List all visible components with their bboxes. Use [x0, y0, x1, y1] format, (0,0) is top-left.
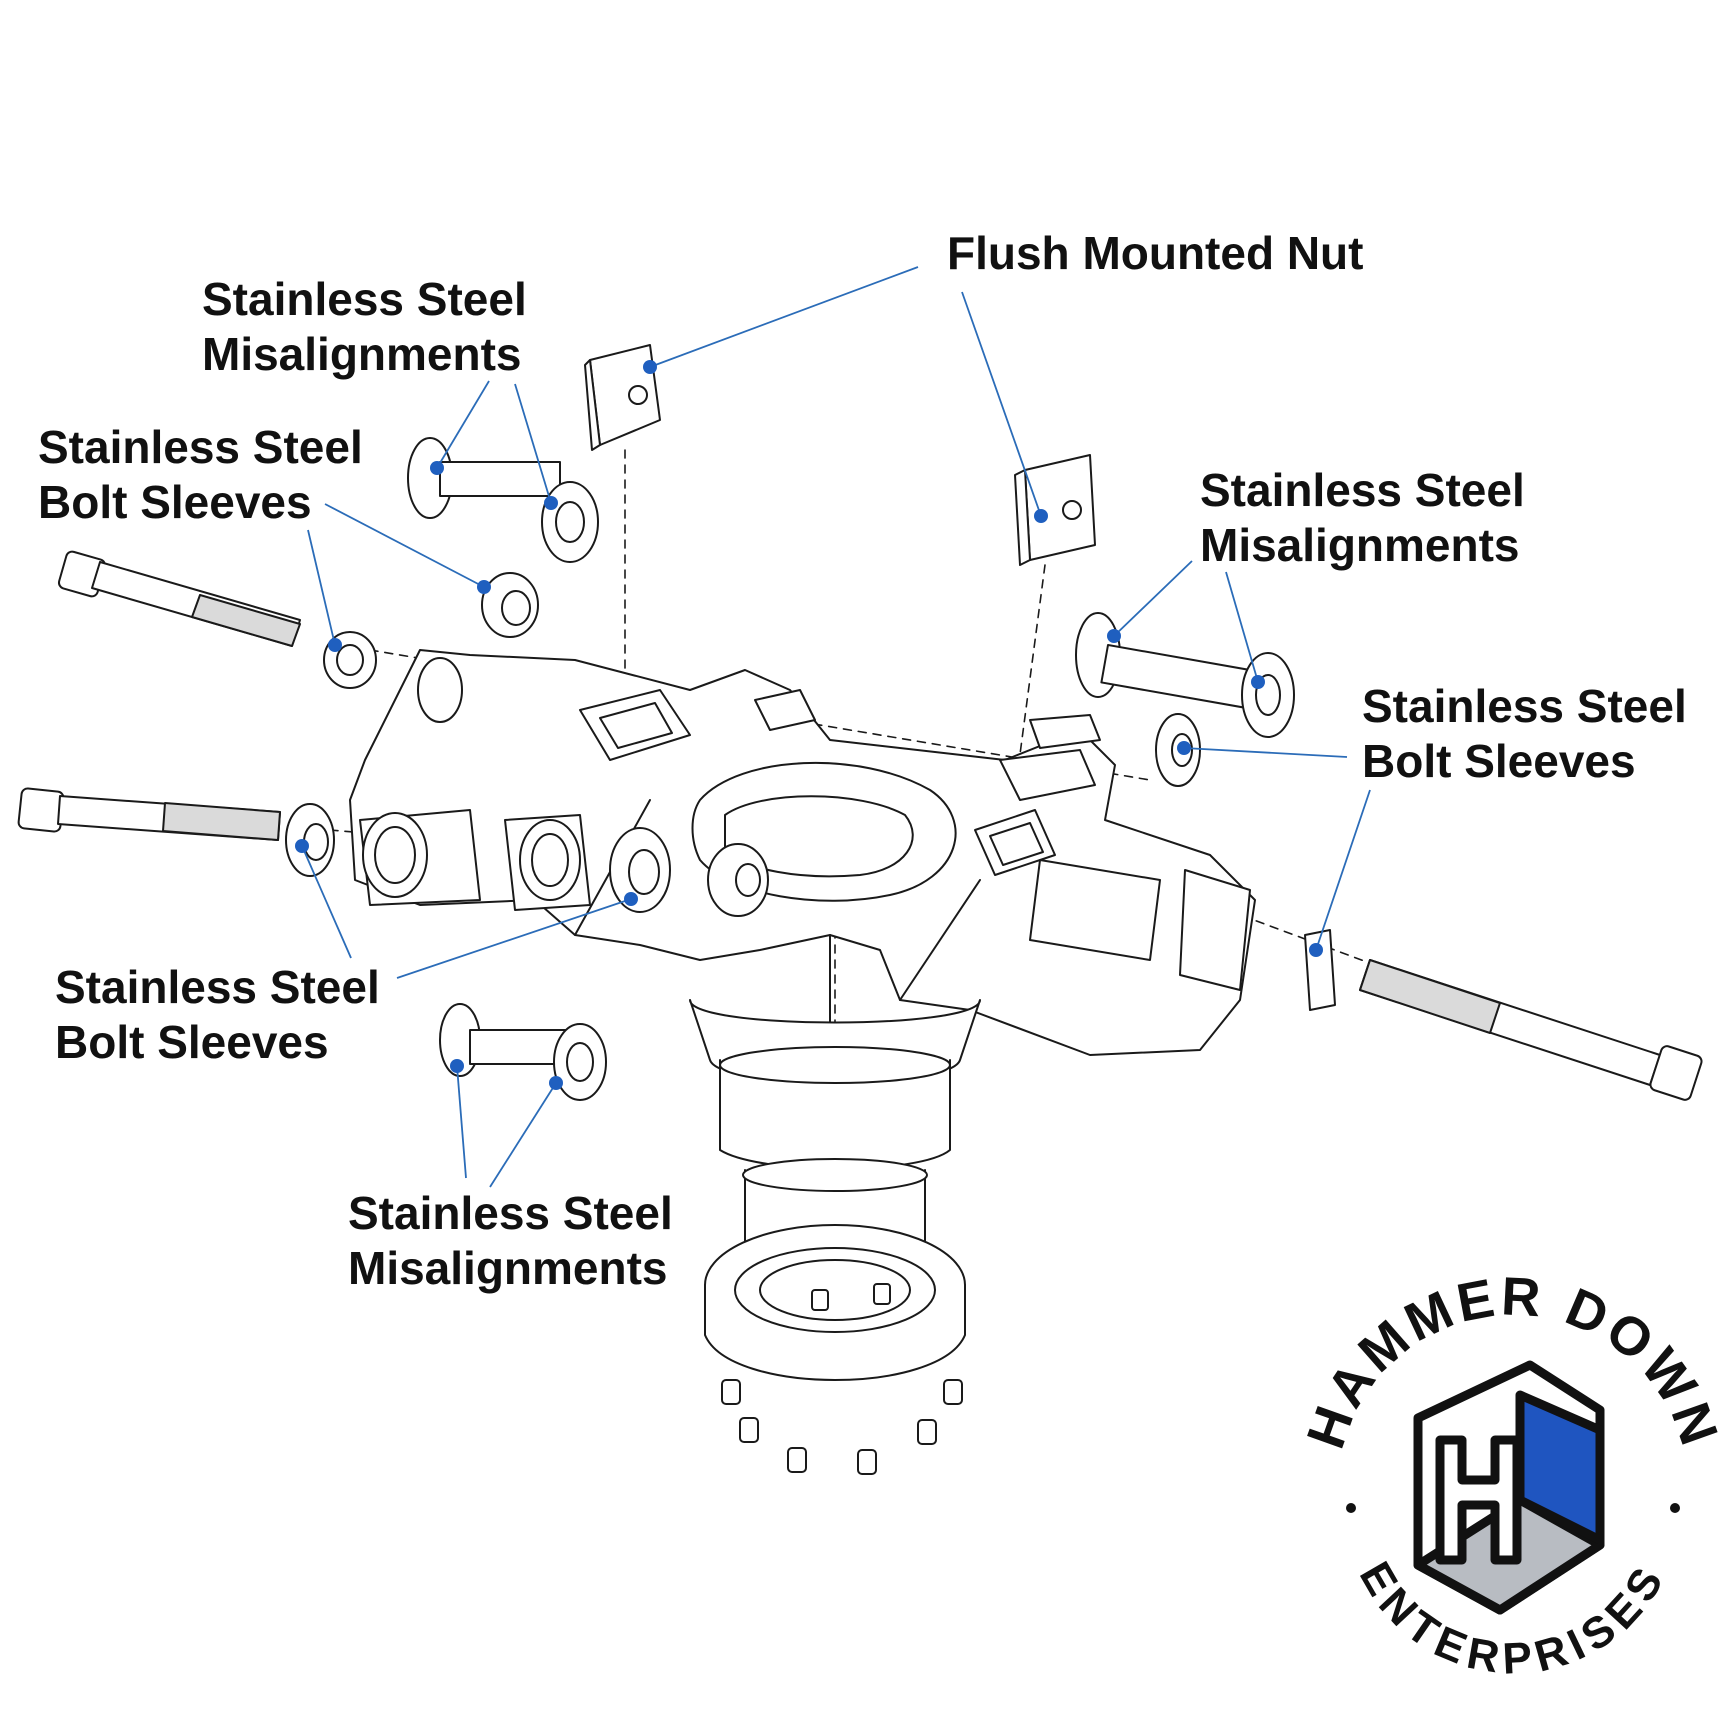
logo-cube — [1413, 1360, 1605, 1615]
bolt-sleeve-d — [609, 827, 671, 913]
callout-misalignments-right: Stainless Steel Misalignments — [1200, 463, 1525, 573]
callout-misalignments-top-left: Stainless Steel Misalignments — [202, 272, 527, 382]
callout-flush-mounted-nut: Flush Mounted Nut — [947, 226, 1363, 281]
callout-line: Stainless Steel — [55, 961, 380, 1013]
callout-line: Bolt Sleeves — [1362, 735, 1636, 787]
bolt-right — [1359, 959, 1703, 1101]
callout-line: Stainless Steel — [1200, 464, 1525, 516]
bolt-sleeve-b — [481, 572, 539, 638]
company-logo: HAMMER DOWN ENTERPRISES — [1296, 1266, 1727, 1683]
callout-line: Stainless Steel — [348, 1187, 673, 1239]
callout-line: Misalignments — [348, 1242, 668, 1294]
callout-line: Bolt Sleeves — [38, 476, 312, 528]
hub-assembly — [689, 999, 981, 1381]
lug-bolts — [721, 1283, 963, 1475]
callout-line: Stainless Steel — [38, 421, 363, 473]
leader-dots — [295, 360, 1323, 1090]
callout-line: Stainless Steel — [202, 273, 527, 325]
misalignment-bottom — [439, 1003, 607, 1101]
callout-misalignments-bottom: Stainless Steel Misalignments — [348, 1186, 673, 1296]
callout-line: Misalignments — [202, 328, 522, 380]
flush-nut-right — [1014, 454, 1096, 566]
bolt-lower-left — [17, 787, 281, 841]
callout-bolt-sleeves-right: Stainless Steel Bolt Sleeves — [1362, 679, 1687, 789]
misalignment-top-left — [407, 437, 599, 563]
bolt-upper-left — [57, 550, 301, 647]
callout-line: Misalignments — [1200, 519, 1520, 571]
nut-flange — [707, 843, 769, 917]
callout-line: Flush Mounted Nut — [947, 227, 1364, 279]
flush-nut-left — [584, 344, 661, 451]
callout-line: Stainless Steel — [1362, 680, 1687, 732]
knuckle-body — [349, 649, 1256, 1056]
callout-bolt-sleeves-top-left: Stainless Steel Bolt Sleeves — [38, 420, 363, 530]
bolt-sleeve-f — [1304, 929, 1336, 1011]
callout-line: Bolt Sleeves — [55, 1016, 329, 1068]
misalignment-right — [1075, 612, 1295, 738]
bolt-sleeve-c — [285, 803, 335, 877]
leader-lines — [301, 266, 1371, 1188]
callout-bolt-sleeves-bottom-left: Stainless Steel Bolt Sleeves — [55, 960, 380, 1070]
